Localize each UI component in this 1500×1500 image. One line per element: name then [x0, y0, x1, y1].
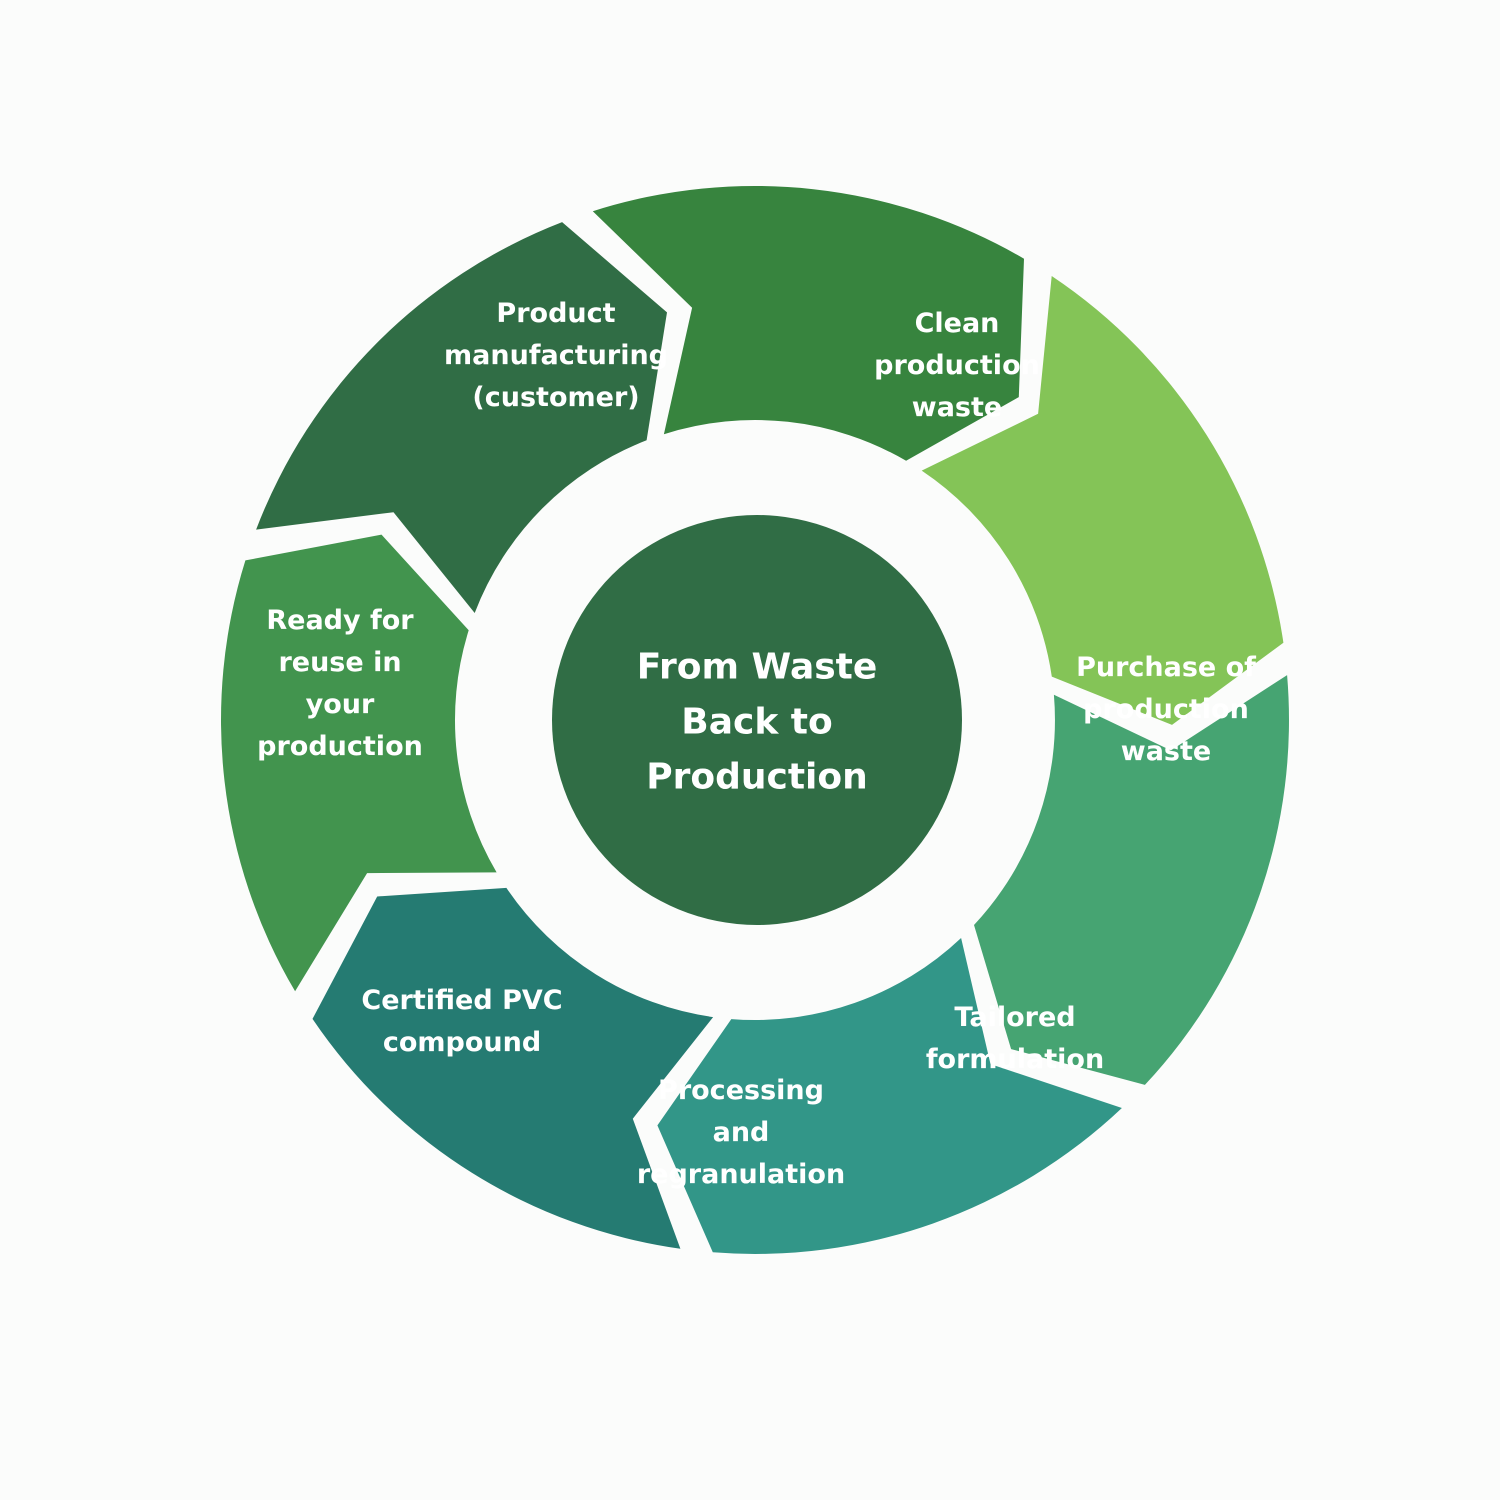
step-label-ready-for-reuse: Ready for reuse in your production [257, 605, 423, 762]
step-label-certified-pvc-compound: Certified PVC compound [361, 985, 563, 1058]
step-arrow-ready-for-reuse [256, 222, 667, 613]
step-label-processing-and-regranulation: Processing and regranulation [636, 1075, 846, 1190]
step-arrow-processing-and-regranulation [312, 887, 714, 1249]
step-label-purchase-of-production-waste: Purchase of production waste [1076, 652, 1256, 767]
step-arrow-purchase-of-production-waste [974, 675, 1289, 1085]
step-arrow-clean-production-waste [921, 276, 1284, 725]
center-circle [552, 515, 962, 925]
step-label-clean-production-waste: Clean production waste [874, 308, 1040, 423]
step-arrow-tailored-formulation [657, 938, 1122, 1254]
center-title: From Waste Back to Production [636, 646, 878, 798]
step-arrow-certified-pvc-compound [221, 534, 497, 992]
step-label-tailored-formulation: Tailored formulation [925, 1002, 1105, 1075]
step-label-product-manufacturing: Product manufacturing (customer) [443, 298, 669, 413]
step-arrow-product-manufacturing [592, 185, 1024, 461]
